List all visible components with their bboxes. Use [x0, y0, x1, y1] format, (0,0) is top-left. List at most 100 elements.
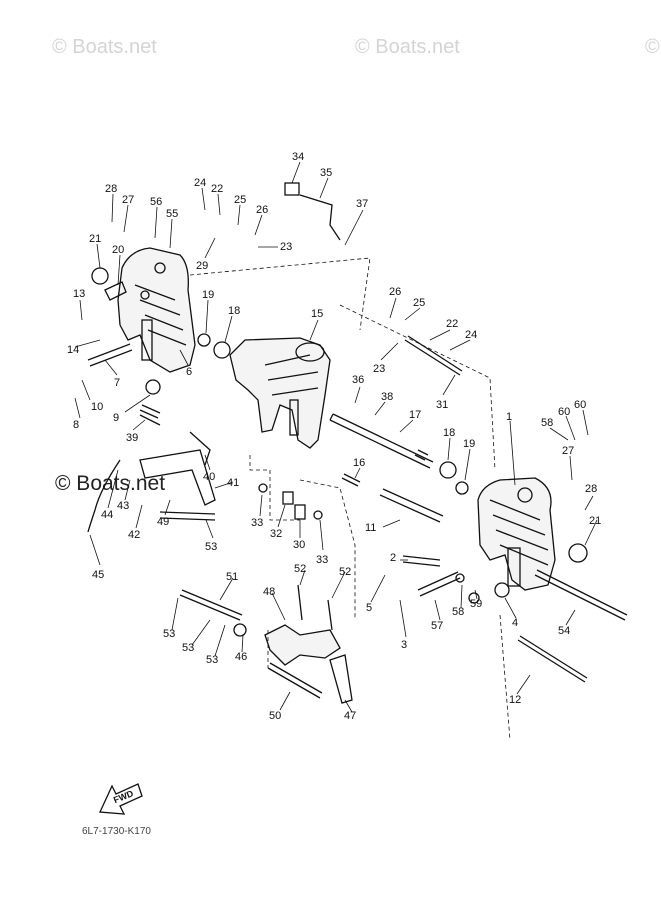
- callout-22b: 22: [446, 318, 458, 330]
- callout-35: 35: [320, 167, 332, 179]
- bushing-set: [258, 483, 323, 520]
- callout-17: 17: [409, 409, 421, 421]
- callout-28: 28: [105, 183, 117, 195]
- bracket-right: [477, 477, 556, 591]
- callout-19: 19: [202, 289, 214, 301]
- tilt-shaft: [329, 413, 434, 469]
- washer-19a: [197, 333, 211, 347]
- collar-4: [494, 582, 510, 598]
- guide-line-6: [499, 614, 511, 741]
- callout-52b: 52: [339, 566, 351, 578]
- nut-21b: [568, 543, 588, 563]
- callout-12: 12: [509, 694, 521, 706]
- guide-line-4: [299, 479, 356, 620]
- collar-9: [145, 379, 161, 395]
- callout-53b: 53: [163, 628, 175, 640]
- callout-18b: 18: [443, 427, 455, 439]
- callout-18: 18: [228, 305, 240, 317]
- nut-21a: [91, 267, 109, 285]
- callout-54: 54: [558, 625, 570, 637]
- callout-52a: 52: [294, 563, 306, 575]
- callout-19b: 19: [463, 438, 475, 450]
- callout-22: 22: [211, 183, 223, 195]
- callout-46: 46: [235, 651, 247, 663]
- callout-1: 1: [506, 411, 512, 423]
- callout-3: 3: [401, 639, 407, 651]
- callout-13: 13: [73, 288, 85, 300]
- fwd-label: FWD: [112, 788, 135, 805]
- washer-59: [468, 592, 480, 604]
- callout-26: 26: [256, 204, 268, 216]
- callout-47: 47: [344, 710, 356, 722]
- bolt-57: [417, 571, 461, 597]
- callout-31: 31: [436, 399, 448, 411]
- callout-7: 7: [114, 377, 120, 389]
- lock-linkage: [87, 414, 216, 533]
- callout-9: 9: [113, 412, 119, 424]
- bracket-left: [104, 247, 196, 373]
- callout-labels: 34 35 37 28 27 56 24 22 25 26 55 23 29 2…: [67, 151, 601, 722]
- callout-16: 16: [353, 457, 365, 469]
- grease-nipple-39: [139, 404, 161, 419]
- callout-28b: 28: [585, 483, 597, 495]
- grease-nipple-16: [341, 473, 361, 487]
- callout-50: 50: [269, 710, 281, 722]
- guide-line-3: [249, 455, 300, 521]
- callout-41: 41: [227, 477, 239, 489]
- callout-59: 59: [470, 598, 482, 610]
- callout-21b: 21: [589, 515, 601, 527]
- callout-24b: 24: [465, 329, 477, 341]
- callout-53a: 53: [205, 541, 217, 553]
- callout-25: 25: [234, 194, 246, 206]
- callout-53c: 53: [182, 642, 194, 654]
- callout-15: 15: [311, 308, 323, 320]
- callout-60a: 60: [558, 406, 570, 418]
- callout-33a: 33: [251, 517, 263, 529]
- bushing-18b: [439, 461, 457, 479]
- watermark-top-center: © Boats.net: [355, 36, 460, 58]
- callout-55: 55: [166, 208, 178, 220]
- callout-38: 38: [381, 391, 393, 403]
- callout-27b: 27: [562, 445, 574, 457]
- callout-10: 10: [91, 401, 103, 413]
- callout-49: 49: [157, 516, 169, 528]
- callout-2: 2: [390, 552, 396, 564]
- callout-23b: 23: [373, 363, 385, 375]
- fwd-arrow: FWD: [99, 783, 143, 815]
- swivel-bracket: [229, 337, 331, 449]
- callout-8: 8: [73, 419, 79, 431]
- callout-56: 56: [150, 196, 162, 208]
- guide-line-1: [189, 257, 371, 331]
- stopper-block: [284, 182, 300, 196]
- callout-6: 6: [186, 366, 192, 378]
- callout-37: 37: [356, 198, 368, 210]
- callout-57: 57: [431, 620, 443, 632]
- callout-30: 30: [293, 539, 305, 551]
- pipe: [379, 488, 444, 523]
- stopper-rod: [299, 194, 341, 241]
- watermark-top-right: ©: [645, 36, 660, 58]
- callout-32: 32: [270, 528, 282, 540]
- callout-39: 39: [126, 432, 138, 444]
- callout-21: 21: [89, 233, 101, 245]
- callout-4: 4: [512, 617, 518, 629]
- callout-20: 20: [112, 244, 124, 256]
- callout-58b: 58: [452, 606, 464, 618]
- callout-26b: 26: [389, 286, 401, 298]
- callout-44: 44: [101, 509, 113, 521]
- callout-33b: 33: [316, 554, 328, 566]
- washer-58: [455, 573, 465, 583]
- bolt-long-54: [534, 569, 628, 621]
- callout-58a: 58: [541, 417, 553, 429]
- callout-53d: 53: [206, 654, 218, 666]
- watermark-top-left: © Boats.net: [52, 36, 157, 58]
- leader-lines: [74, 161, 598, 713]
- callout-27: 27: [122, 194, 134, 206]
- callout-36: 36: [352, 374, 364, 386]
- callout-34: 34: [292, 151, 304, 163]
- bolt-long-12: [517, 635, 588, 683]
- figure-code: 6L7-1730-K170: [82, 826, 151, 837]
- callout-11: 11: [365, 522, 376, 534]
